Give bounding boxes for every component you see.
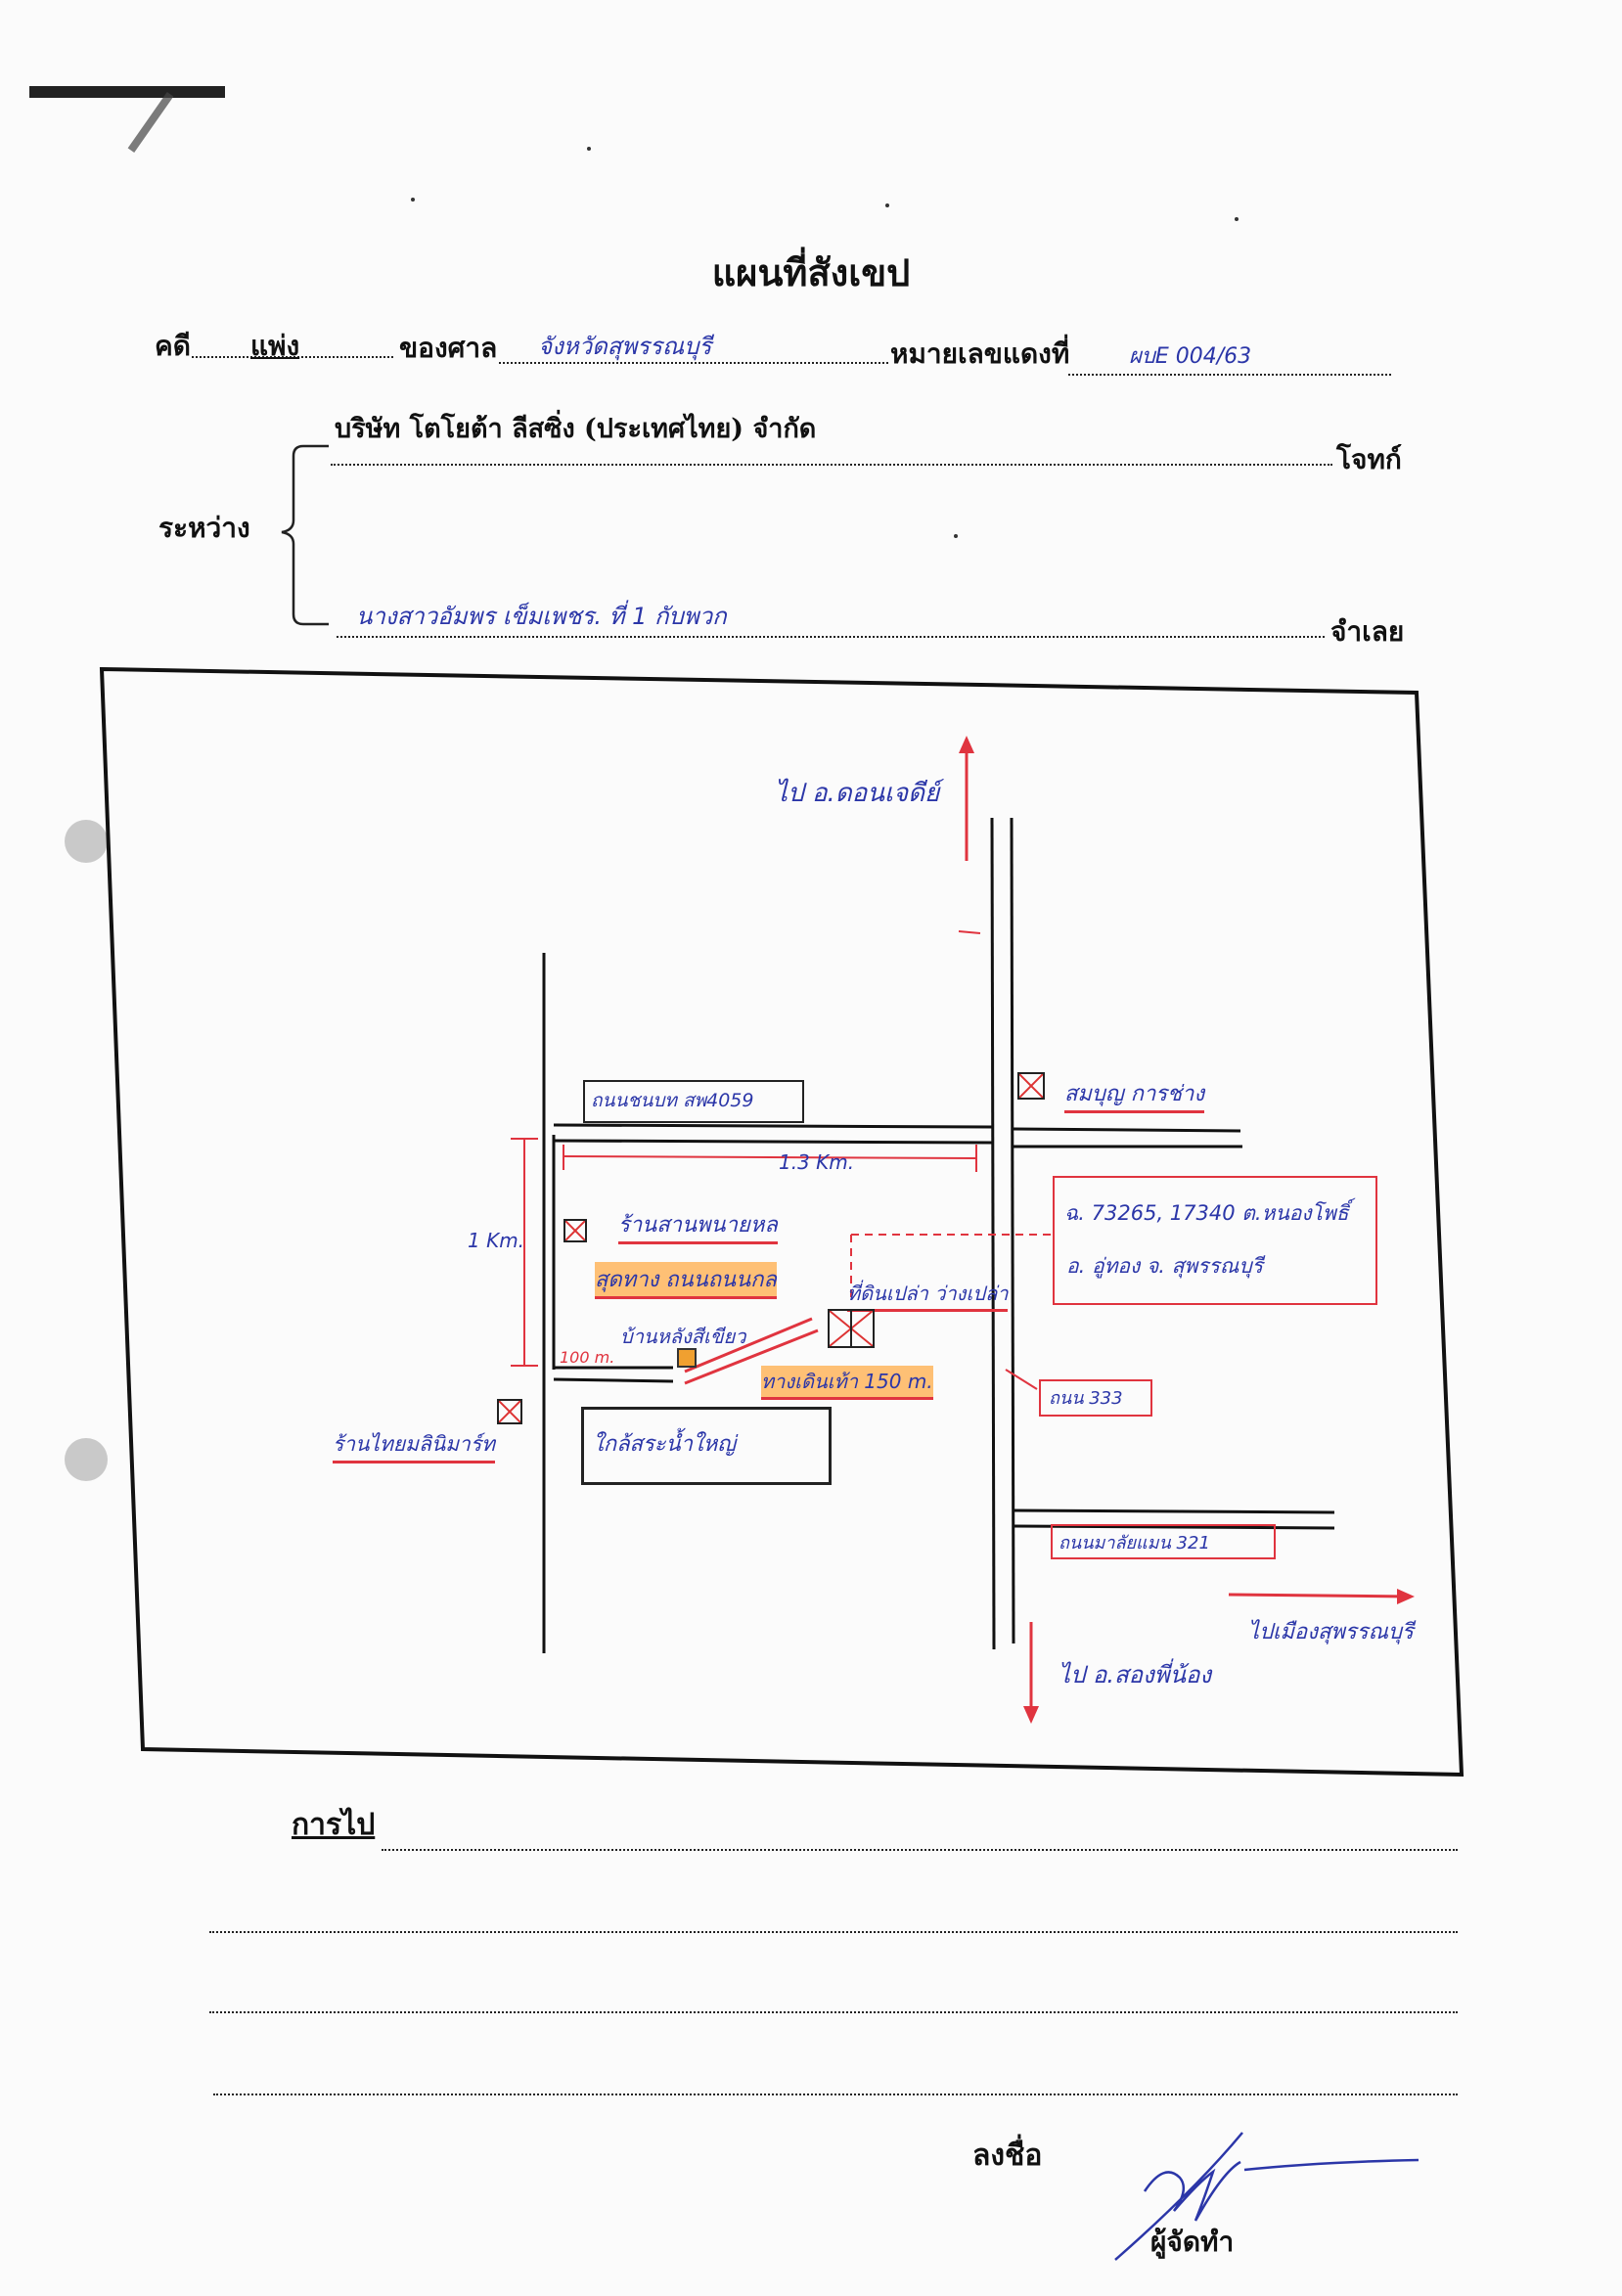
road-bottom-right-box [1051, 1524, 1276, 1559]
corner-bar [29, 86, 225, 98]
case-type: แพ่ง [250, 330, 300, 362]
route-label: การไป [292, 1808, 376, 1842]
shop-marker-icon [497, 1399, 522, 1424]
punch-hole [65, 1438, 108, 1481]
road-top-label: ถนนชนบท สพ4059 [591, 1090, 754, 1111]
water-tank-label: ใกล้สระน้ำใหญ่ [593, 1432, 736, 1457]
shop-house-label: บ้านหลังสีเขียว [620, 1325, 746, 1348]
defendant-role: จำเลย [1330, 615, 1405, 648]
court-name: จังหวัดสุพรรณบุรี [538, 333, 712, 360]
red-number-line [1068, 374, 1391, 376]
shop-marker-icon [563, 1219, 587, 1242]
case-label: คดี [155, 330, 191, 362]
to-suphanburi-label: ไปเมืองสุพรรณบุรี [1248, 1620, 1414, 1644]
road-right-middle-box [1039, 1379, 1152, 1417]
red-number: ผบE 004/63 [1129, 344, 1252, 369]
punch-hole [65, 820, 108, 863]
speck [587, 147, 591, 151]
landmark-highlight-label: สุดทาง ถนนถนนกล [595, 1262, 777, 1299]
signature-image [1114, 2132, 1419, 2261]
parcel-info-line1: ฉ. 73265, 17340 ต.หนองโพธิ์ [1064, 1201, 1349, 1225]
preparer-label: ผู้จัดทำ [1150, 2226, 1235, 2258]
plaintiff-line [331, 464, 1332, 466]
distance-short-label: 100 m. [560, 1348, 615, 1367]
case-type-line [192, 356, 393, 358]
speck [411, 198, 415, 202]
court-line [499, 362, 888, 364]
plaintiff-role: โจทก์ [1336, 443, 1402, 475]
water-tank-box [581, 1407, 832, 1485]
target-marker-icon [828, 1309, 875, 1348]
house-marker-icon [677, 1348, 697, 1368]
between-label: ระหว่าง [158, 512, 250, 544]
parcel-info-line2: อ. อู่ทอง จ. สุพรรณบุรี [1066, 1254, 1263, 1278]
parties-brace [281, 444, 329, 626]
speck [1235, 217, 1239, 221]
walk-distance-label: ทางเดินเท้า 150 m. [761, 1366, 933, 1400]
sign-label: ลงชื่อ [972, 2138, 1043, 2173]
shop-left-label: ร้านไทยมลินิมาร์ท [333, 1428, 495, 1463]
route-line [382, 1849, 1458, 1851]
speck [954, 534, 958, 538]
shop-marker-icon [1017, 1072, 1045, 1100]
shop-grocery-label: ร้านสานพนายหล [618, 1207, 778, 1244]
defendant-name: นางสาวอัมพร เข็มเพชร. ที่ 1 กับพวก [356, 603, 727, 630]
parcel-info-box [1053, 1176, 1377, 1305]
red-number-label: หมายเลขแดงที่ [890, 338, 1070, 370]
speck [885, 203, 889, 207]
distance-h-label: 1.3 Km. [779, 1150, 855, 1174]
defendant-line [337, 636, 1325, 638]
plaintiff-name: บริษัท โตโยต้า ลีสซิ่ง (ประเทศไทย) จำกัด [335, 414, 817, 444]
road-top-box [583, 1080, 804, 1123]
road-right-middle-label: ถนน 333 [1049, 1388, 1123, 1409]
distance-v-label: 1 Km. [468, 1229, 525, 1252]
route-line [213, 2093, 1458, 2095]
target-location-label: ที่ดินเปล่า ว่างเปล่า [847, 1278, 1009, 1312]
shop-top-right-label: สมบุญ การช่าง [1064, 1076, 1205, 1113]
court-label: ของศาล [399, 332, 498, 364]
page-title: แผนที่สังเขป [711, 250, 911, 294]
to-south-label: ไป อ.สองพี่น้อง [1059, 1661, 1212, 1688]
road-bottom-right-label: ถนนมาลัยแมน 321 [1059, 1533, 1210, 1553]
to-north-label: ไป อ.ดอนเจดีย์ [775, 779, 940, 808]
route-line [209, 1931, 1458, 1933]
route-line [209, 2011, 1458, 2013]
